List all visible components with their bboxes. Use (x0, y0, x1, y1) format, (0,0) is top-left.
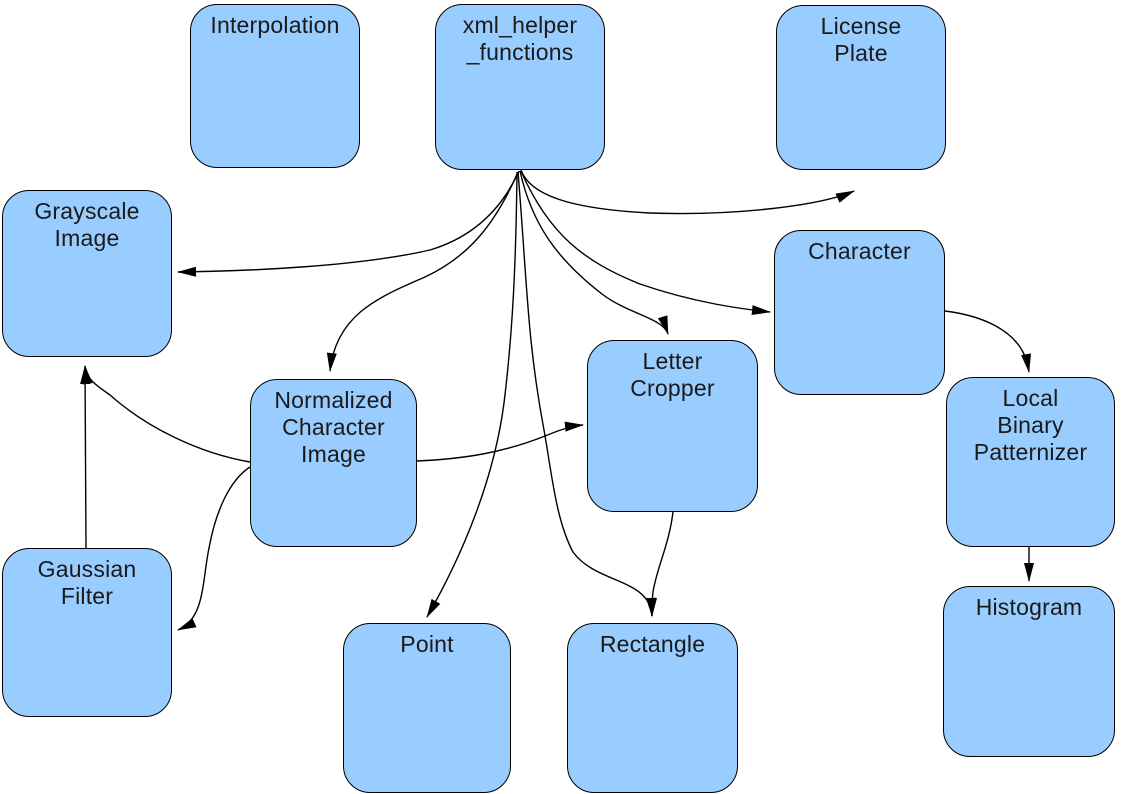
node-letter-cropper[interactable]: Letter Cropper (587, 340, 758, 512)
node-label-grayscale-image: Grayscale Image (34, 198, 140, 251)
node-label-character: Character (808, 238, 911, 264)
node-xml-helper-functions[interactable]: xml_helper _functions (435, 4, 605, 170)
node-label-rectangle: Rectangle (599, 631, 706, 657)
node-label-license-plate: License Plate (820, 13, 902, 66)
node-normalized-character-image[interactable]: Normalized Character Image (250, 379, 417, 547)
node-label-histogram: Histogram (975, 594, 1083, 620)
node-label-point: Point (400, 631, 454, 657)
node-local-binary-patternizer[interactable]: Local Binary Patternizer (946, 377, 1115, 547)
node-label-xml-helper-functions: xml_helper _functions (462, 12, 578, 65)
node-label-local-binary-patternizer: Local Binary Patternizer (973, 385, 1088, 465)
node-rectangle[interactable]: Rectangle (567, 623, 738, 793)
node-grayscale-image[interactable]: Grayscale Image (2, 190, 172, 357)
node-character[interactable]: Character (774, 230, 945, 395)
node-point[interactable]: Point (343, 623, 511, 793)
node-gaussian-filter[interactable]: Gaussian Filter (2, 548, 172, 717)
node-license-plate[interactable]: License Plate (776, 5, 946, 170)
node-label-gaussian-filter: Gaussian Filter (37, 556, 137, 609)
node-histogram[interactable]: Histogram (943, 586, 1115, 757)
node-label-normalized-character-image: Normalized Character Image (274, 387, 393, 467)
node-label-interpolation: Interpolation (210, 12, 340, 38)
node-interpolation[interactable]: Interpolation (190, 4, 360, 168)
node-label-letter-cropper: Letter Cropper (630, 348, 715, 401)
